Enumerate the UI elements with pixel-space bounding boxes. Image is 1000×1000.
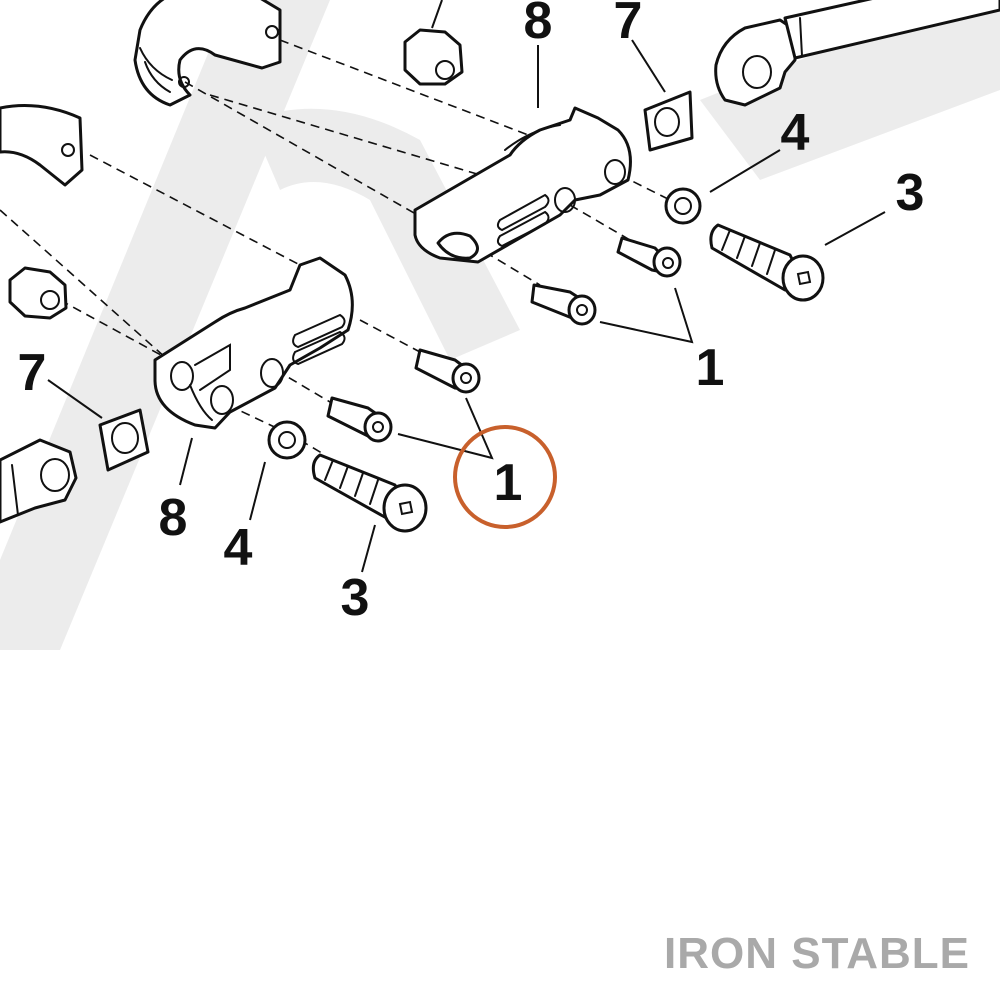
left-nut (8, 266, 68, 320)
left-clamp-half (0, 104, 84, 187)
callout-4-lower: 4 (224, 519, 253, 577)
lower-washer (267, 420, 307, 460)
upper-socket-screw-b (530, 283, 597, 326)
callout-8-lower: 8 (159, 489, 188, 547)
upper-washer (664, 187, 702, 225)
callout-labels: 8 7 4 3 1 7 1 8 4 3 (18, 0, 925, 627)
callout-7-upper: 7 (614, 0, 643, 50)
callout-4-upper: 4 (781, 104, 810, 162)
watermark-background (0, 0, 1000, 650)
lower-socket-screw-a (414, 348, 481, 394)
upper-riser-block (413, 106, 632, 264)
callout-1-upper: 1 (696, 339, 725, 397)
brand-logo-text: IRON STABLE (664, 929, 970, 978)
highlight-circle (453, 425, 557, 529)
upper-tab-washer (643, 90, 694, 152)
lower-socket-screw-b (326, 396, 393, 443)
upper-clamp-half (133, 0, 282, 107)
callout-3-upper: 3 (896, 164, 925, 222)
upper-button-screw (709, 223, 825, 302)
leader-lines (47, 39, 886, 573)
callout-8-upper: 8 (524, 0, 553, 50)
lower-tab-washer (98, 408, 150, 472)
upper-rod-end (714, 0, 1000, 107)
lower-button-screw (311, 453, 428, 533)
callout-3-lower: 3 (341, 569, 370, 627)
lower-riser-block (153, 256, 354, 430)
callout-1-lower: 1 (494, 454, 523, 512)
callout-7-lower: 7 (18, 344, 47, 402)
upper-socket-screw-a (616, 236, 682, 278)
upper-nut (403, 0, 464, 86)
lower-rod-end (0, 438, 78, 524)
